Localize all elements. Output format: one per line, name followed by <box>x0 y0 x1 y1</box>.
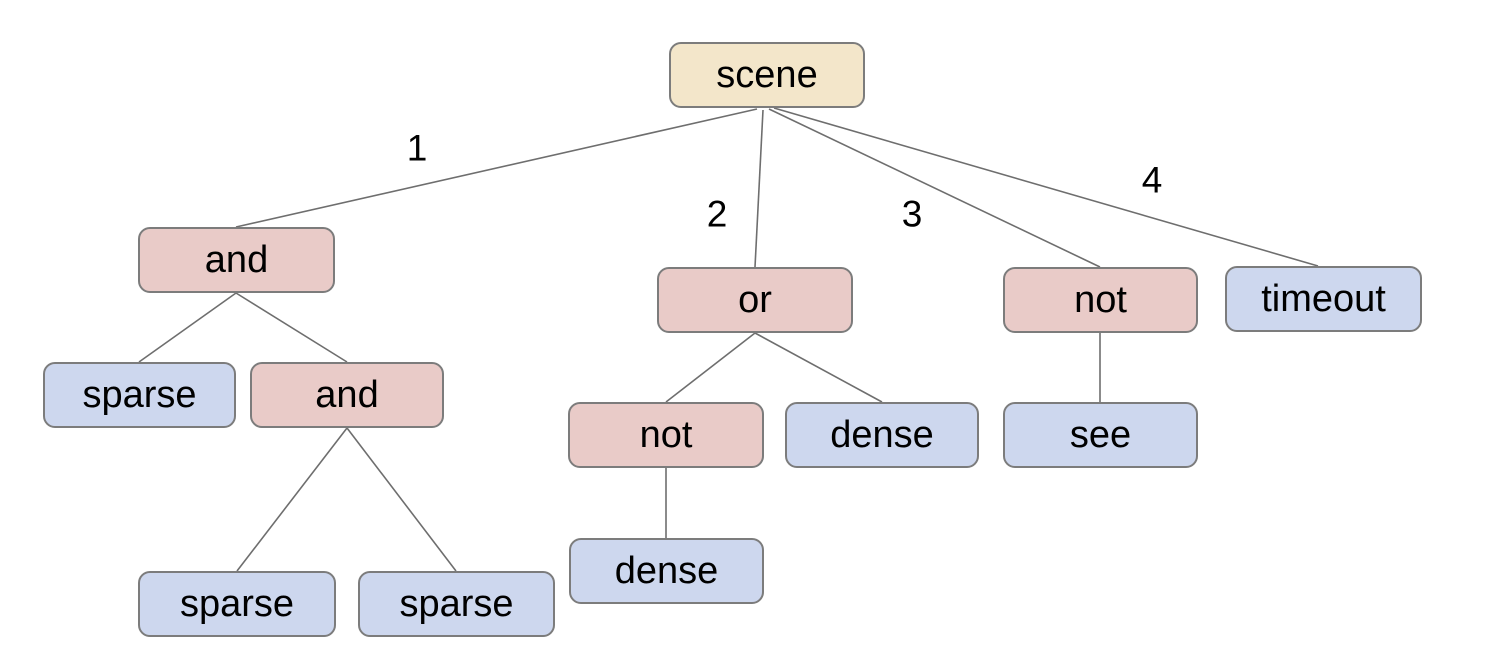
node-see-1: see <box>1003 402 1198 468</box>
node-sparse-3: sparse <box>358 571 555 637</box>
node-sparse-2: sparse <box>138 571 336 637</box>
node-dense-2: dense <box>569 538 764 604</box>
edge-label-4: 4 <box>1141 159 1163 201</box>
node-sparse-1: sparse <box>43 362 236 428</box>
edge-scene-to-and-1 <box>235 108 758 228</box>
node-not-2: not <box>568 402 764 468</box>
node-scene: scene <box>669 42 865 108</box>
edge-scene-to-or-1 <box>754 109 764 268</box>
node-dense-1: dense <box>785 402 979 468</box>
edge-and-2-to-sparse-2 <box>236 427 348 572</box>
edge-and-1-to-and-2 <box>235 292 348 363</box>
edge-scene-to-timeout-1 <box>773 107 1319 267</box>
edge-or-1-to-dense-1 <box>754 332 883 403</box>
edge-or-1-to-not-2 <box>665 332 756 403</box>
node-or-1: or <box>657 267 853 333</box>
node-timeout-1: timeout <box>1225 266 1422 332</box>
node-not-1: not <box>1003 267 1198 333</box>
edge-scene-to-not-1 <box>768 108 1101 268</box>
edge-label-1: 1 <box>406 127 428 169</box>
edge-label-3: 3 <box>901 193 923 235</box>
node-and-1: and <box>138 227 335 293</box>
edge-and-2-to-sparse-3 <box>346 427 457 572</box>
edge-and-1-to-sparse-1 <box>138 292 237 363</box>
edge-label-2: 2 <box>706 193 728 235</box>
node-and-2: and <box>250 362 444 428</box>
